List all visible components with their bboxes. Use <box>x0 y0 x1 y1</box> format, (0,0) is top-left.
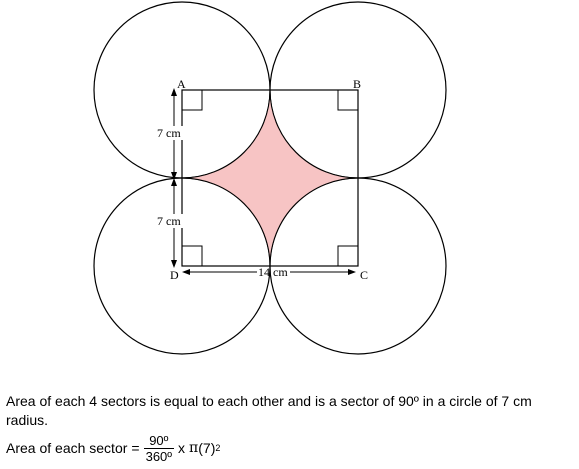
dimension-arrow-horizontal <box>182 269 356 275</box>
vertex-label-a: A <box>177 77 186 91</box>
geometry-figure: 7 cm 7 cm 14 cm A B C D <box>93 1 447 355</box>
vertex-label-b: B <box>353 77 361 91</box>
explanation-paragraph: Area of each 4 sectors is equal to each … <box>6 393 532 428</box>
formula-lhs: Area of each sector <box>6 440 128 456</box>
fraction-numerator: 90º <box>149 432 169 448</box>
dim-label-horizontal: 14 cm <box>258 265 288 279</box>
dim-label-bottom: 7 cm <box>157 214 181 228</box>
dim-label-top: 7 cm <box>157 126 181 140</box>
right-angle-d <box>182 245 203 266</box>
fraction: 90º 360º <box>143 432 175 464</box>
formula-paren-value: (7) <box>198 440 216 456</box>
fraction-denominator: 360º <box>143 447 175 464</box>
formula-equals: = <box>131 440 140 456</box>
area-formula: Area of each sector = 90º 360º x π (7)2 <box>6 430 220 466</box>
vertex-label-c: C <box>360 268 368 282</box>
shaded-region <box>181 89 359 267</box>
formula-exponent: 2 <box>215 443 221 453</box>
square-abcd <box>181 89 359 267</box>
right-angle-a <box>182 90 203 111</box>
vertex-label-d: D <box>170 268 179 282</box>
right-angle-b <box>337 90 358 111</box>
formula-times: x <box>178 440 186 456</box>
right-angle-c <box>337 245 358 266</box>
formula-pi: π <box>189 440 199 456</box>
